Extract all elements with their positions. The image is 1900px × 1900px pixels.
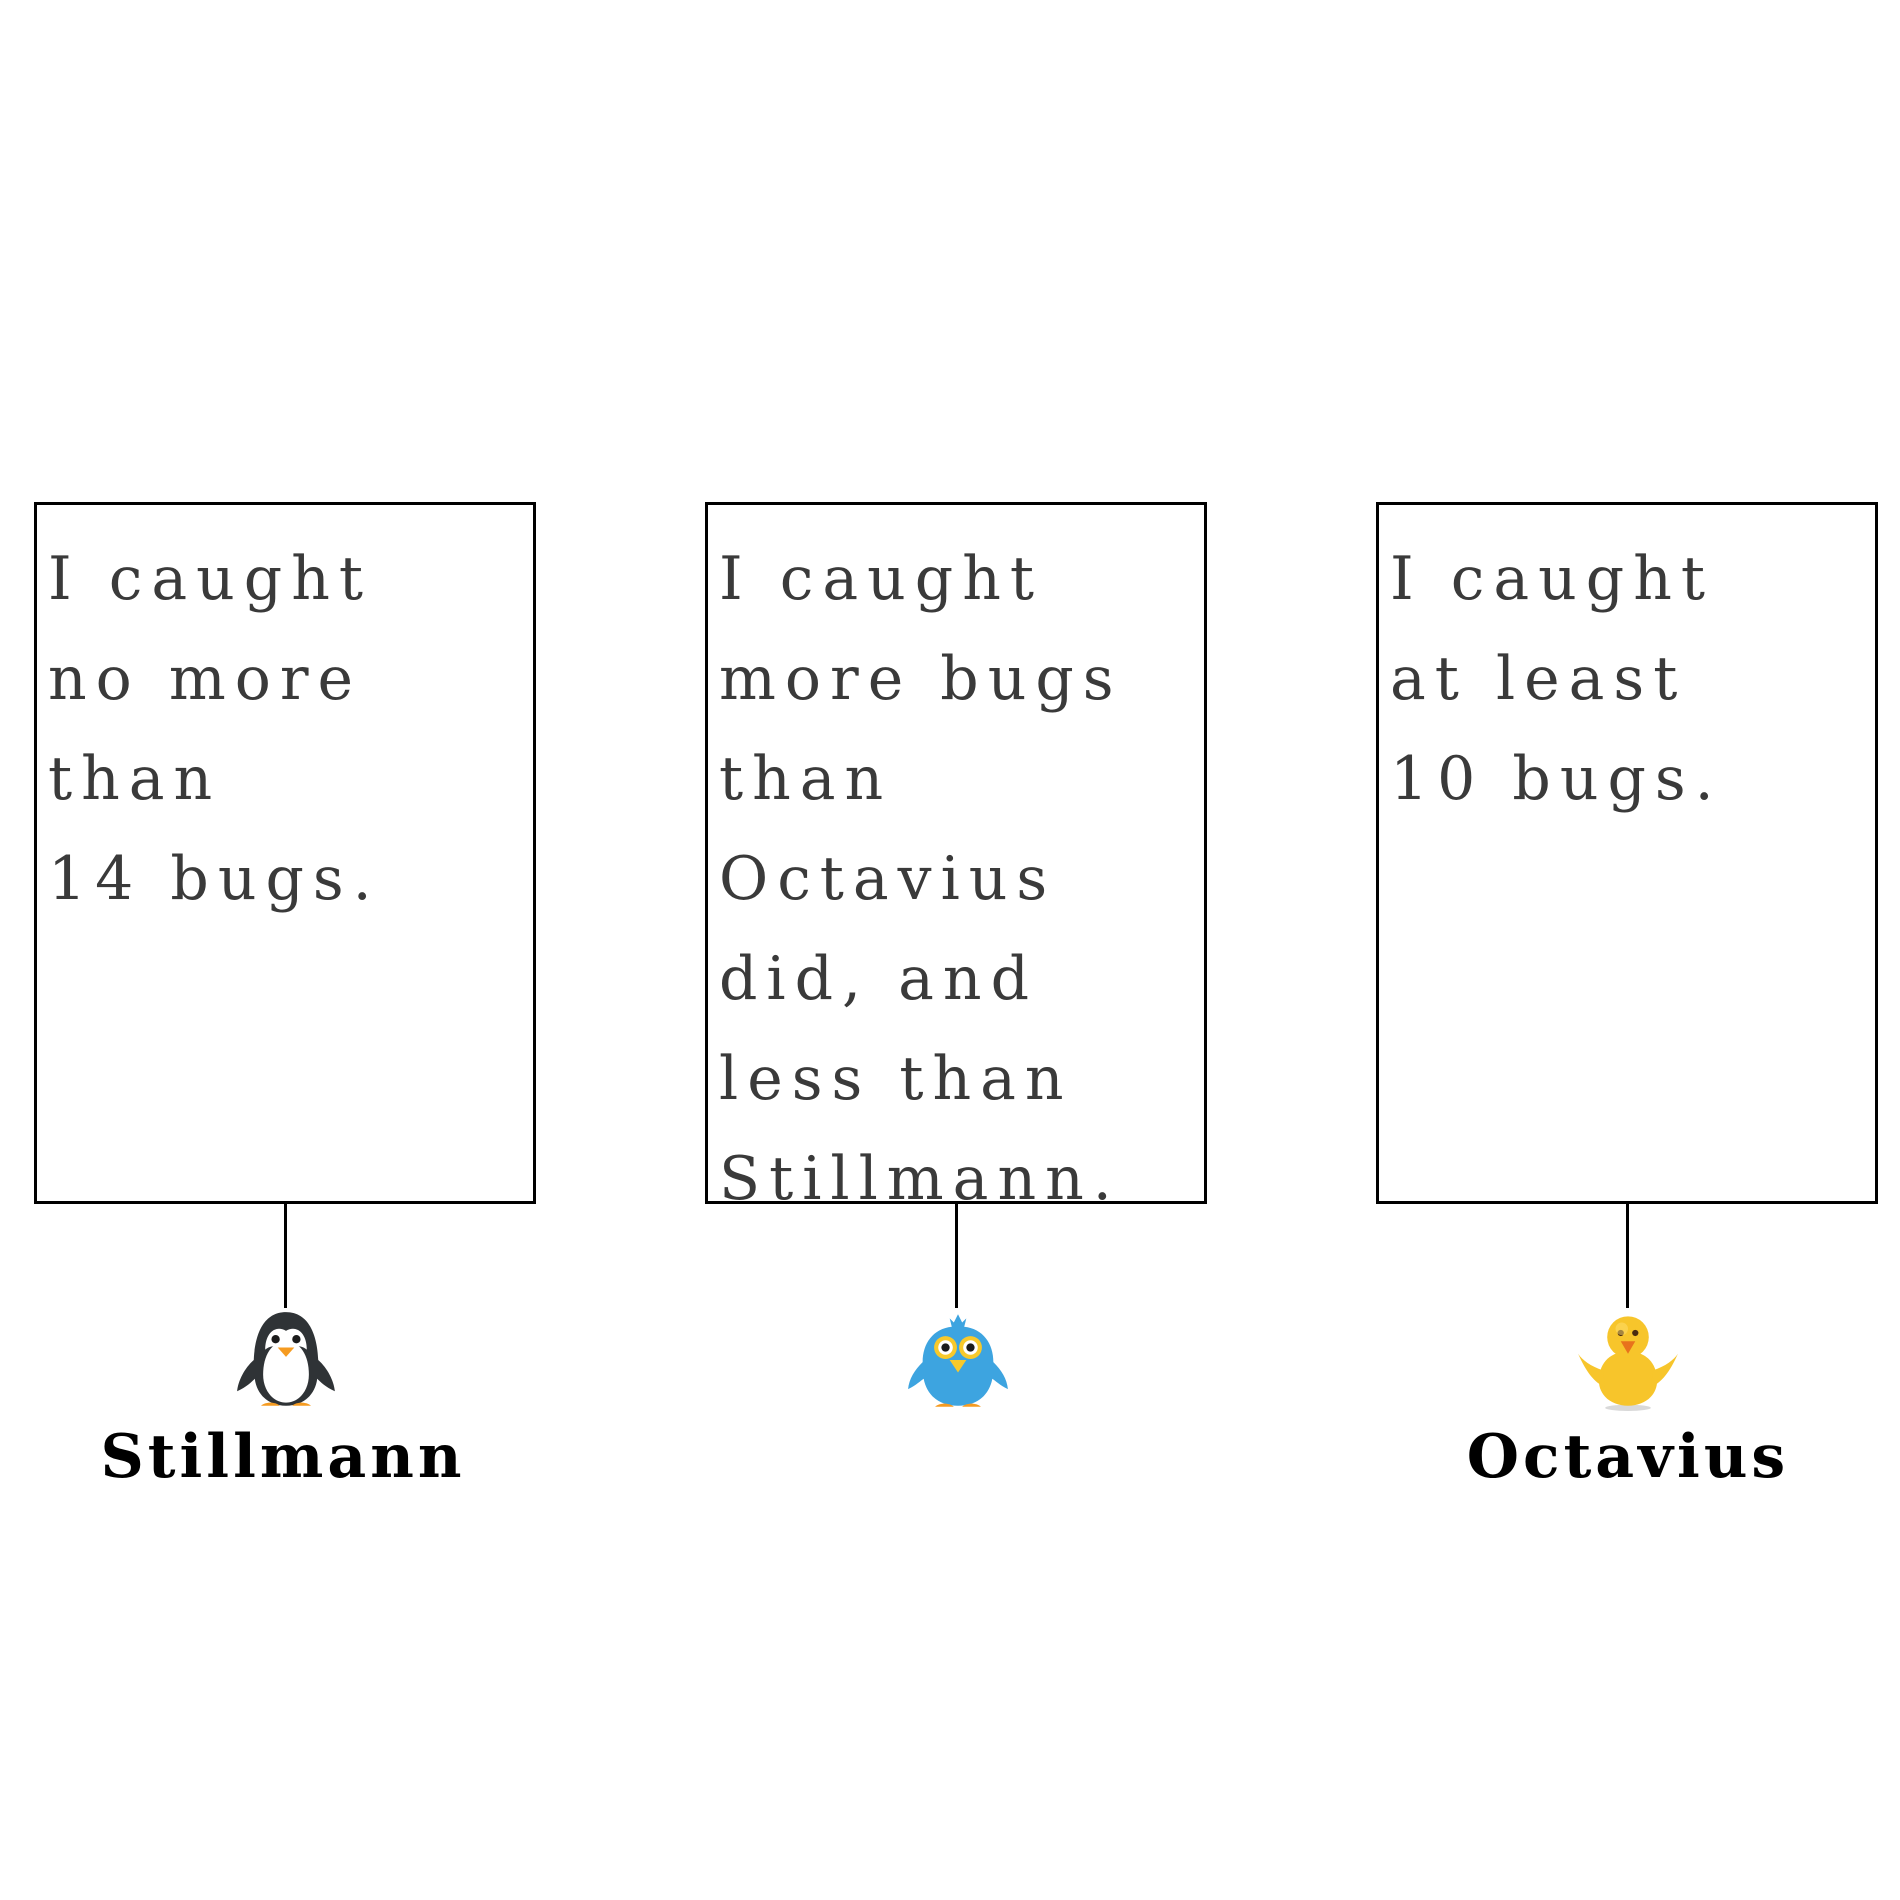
statement-line: 14 bugs. (48, 844, 381, 914)
statement-line: less than (719, 1044, 1073, 1114)
penguin-icon (237, 1312, 335, 1406)
statement-line: did, and (719, 944, 1038, 1014)
statement-card-bird: I caught more bugs than Octavius did, an… (705, 502, 1207, 1214)
statement-text: I caught more bugs than Octavius did, an… (719, 529, 1123, 1229)
chick-icon (1578, 1316, 1678, 1411)
bird-icon (908, 1314, 1008, 1407)
statement-text: I caught no more than 14 bugs. (48, 529, 381, 929)
connector-line (1626, 1204, 1629, 1308)
connector-line (284, 1204, 287, 1308)
statement-line: Stillmann. (719, 1144, 1121, 1214)
speaker-name (730, 1422, 1182, 1492)
connector-line (955, 1204, 958, 1308)
speaker-name: Stillmann (100, 1422, 466, 1492)
statement-line: 10 bugs. (1390, 744, 1723, 814)
statement-line: more bugs (719, 644, 1123, 714)
speaker-name: Octavius (1466, 1422, 1790, 1492)
statement-text: I caught at least 10 bugs. (1390, 529, 1723, 829)
statement-line: than (48, 744, 222, 814)
statement-line: I caught (48, 544, 372, 614)
statement-line: at least (1390, 644, 1687, 714)
statement-line: I caught (719, 544, 1043, 614)
statement-line: than (719, 744, 893, 814)
statement-line: Octavius (719, 844, 1057, 914)
statement-line: no more (48, 644, 363, 714)
statement-card-stillmann: I caught no more than 14 bugs. (34, 502, 536, 1204)
statement-card-octavius: I caught at least 10 bugs. (1376, 502, 1878, 1204)
statement-line: I caught (1390, 544, 1714, 614)
